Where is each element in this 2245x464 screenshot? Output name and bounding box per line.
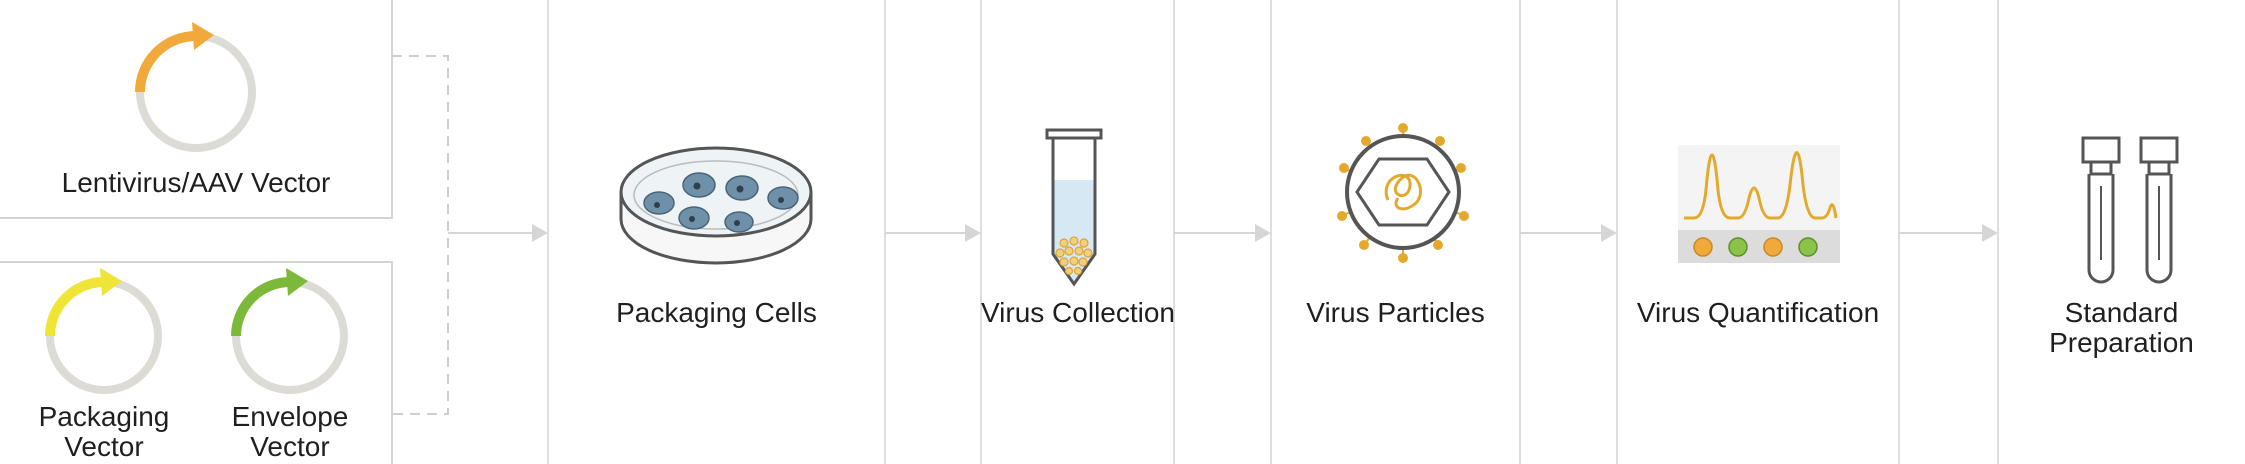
step-virus-collection-text: Virus Collection bbox=[980, 297, 1176, 328]
virus-particle-icon bbox=[1337, 123, 1469, 263]
step-virus-collection-label: Virus Collection bbox=[934, 298, 1222, 328]
packaging-vector-label: Packaging Vector bbox=[4, 402, 204, 462]
step-packaging-cells-text: Packaging Cells bbox=[616, 297, 817, 328]
packaging-plasmid-icon bbox=[45, 268, 162, 394]
packaging-vector-line-1: Packaging bbox=[38, 401, 170, 432]
packaging-vector-line-2: Vector bbox=[64, 431, 144, 462]
step-standard-preparation-line-2: Preparation bbox=[2049, 327, 2194, 358]
input-connector-dashed bbox=[392, 55, 449, 415]
step-virus-particles-label: Virus Particles bbox=[1271, 298, 1520, 328]
step-packaging-cells-label: Packaging Cells bbox=[548, 298, 885, 328]
step-standard-preparation-label: Standard Preparation bbox=[1998, 298, 2245, 358]
lentivirus-vector-label: Lentivirus/AAV Vector bbox=[0, 168, 392, 198]
step-virus-particles-text: Virus Particles bbox=[1306, 297, 1485, 328]
envelope-plasmid-icon bbox=[231, 268, 348, 394]
petri-dish-icon bbox=[619, 146, 813, 265]
step-virus-quantification-text: Virus Quantification bbox=[1636, 297, 1880, 328]
step-virus-quantification-label: Virus Quantification bbox=[1617, 298, 1899, 328]
envelope-vector-line-1: Envelope bbox=[231, 401, 349, 432]
envelope-vector-line-2: Vector bbox=[250, 431, 330, 462]
step-standard-preparation-line-1: Standard bbox=[2064, 297, 2179, 328]
flow-arrows bbox=[448, 224, 1998, 242]
quantification-chart-icon bbox=[1678, 145, 1840, 263]
virus-pellet-icon bbox=[1055, 236, 1093, 276]
lentivirus-vector-text: Lentivirus/AAV Vector bbox=[61, 167, 331, 198]
standard-tubes-icon bbox=[2081, 136, 2179, 284]
lentivirus-plasmid-icon bbox=[135, 22, 256, 152]
envelope-vector-label: Envelope Vector bbox=[190, 402, 390, 462]
centrifuge-tube-icon bbox=[1045, 128, 1103, 287]
